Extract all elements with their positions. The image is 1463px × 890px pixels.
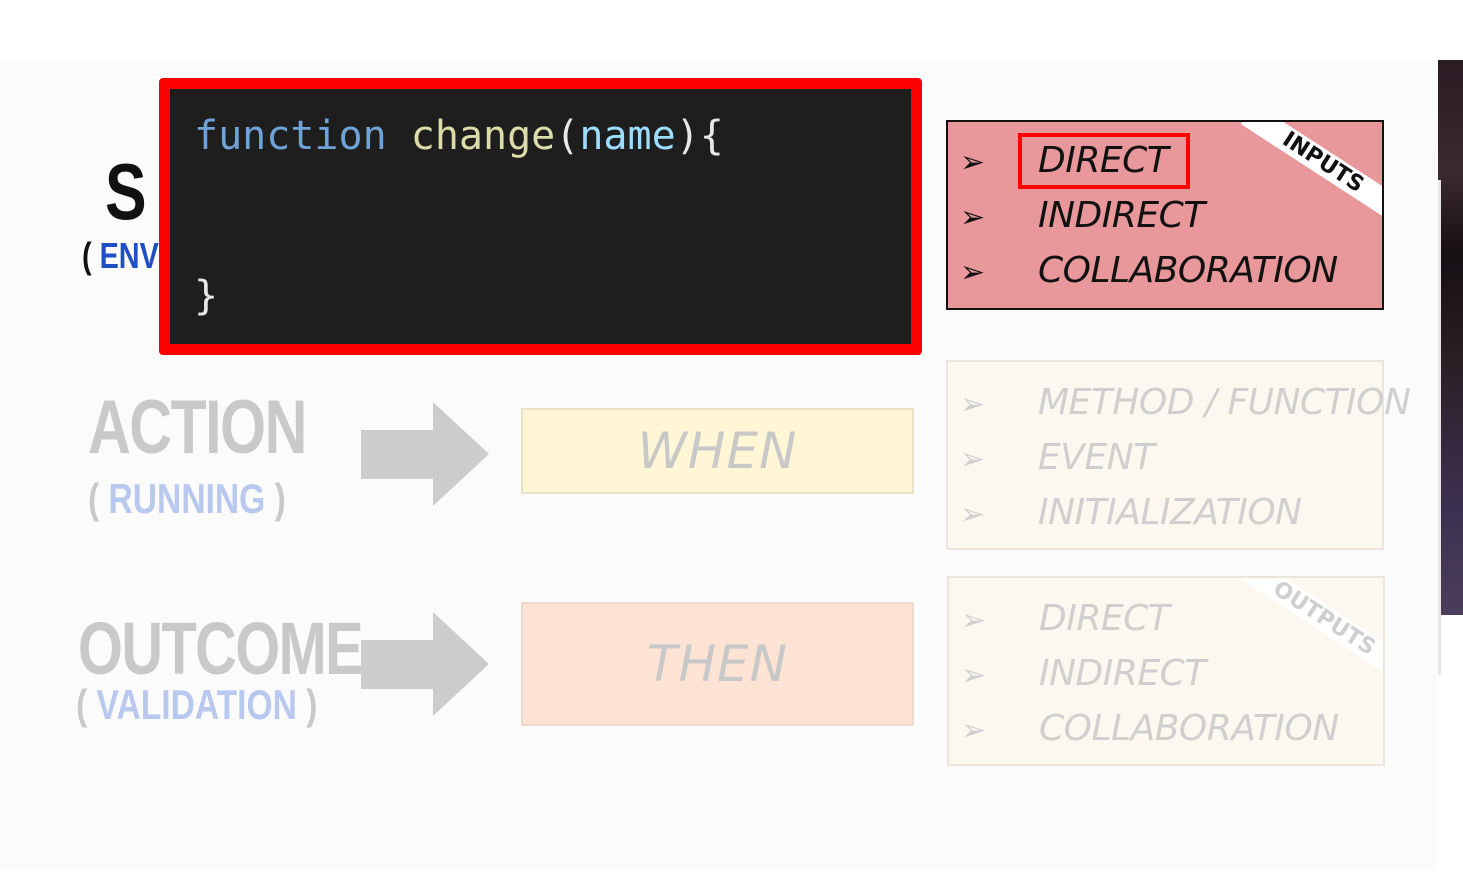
action-types-box: ➢METHOD / FUNCTION ➢EVENT ➢INITIALIZATIO… (946, 360, 1411, 550)
action-item-initialization: ➢INITIALIZATION (960, 492, 1302, 533)
inputs-ribbon: INPUTS (1240, 122, 1382, 223)
then-box: THEN (521, 602, 914, 726)
when-label: WHEN (637, 422, 798, 480)
outputs-item-collaboration: ➢COLLABORATION (961, 708, 1339, 749)
action-item-event: ➢EVENT (960, 437, 1155, 478)
inputs-item-indirect: ➢INDIRECT (960, 195, 1205, 236)
setup-title: S (105, 147, 147, 236)
video-thumbnail-strip (1438, 60, 1463, 675)
then-label: THEN (646, 635, 789, 693)
outcome-arrow-icon (361, 612, 489, 716)
code-snippet-box: function change(name){ } (159, 78, 922, 355)
direct-highlight-outline (1018, 133, 1190, 189)
inputs-item-collaboration: ➢COLLABORATION (960, 250, 1338, 291)
action-arrow-icon (361, 402, 489, 506)
outputs-ribbon: OUTPUTS (1241, 578, 1383, 679)
outputs-item-indirect: ➢INDIRECT (961, 653, 1206, 694)
inputs-item-direct: ➢DIRECT (960, 140, 1169, 181)
code-line-closing: } (194, 273, 219, 319)
action-item-method: ➢METHOD / FUNCTION (960, 382, 1411, 423)
code-line-signature: function change(name){ (194, 113, 724, 159)
action-subtitle: ( RUNNING ) (88, 475, 286, 522)
outcome-title: OUTCOME (78, 607, 364, 690)
when-box: WHEN (521, 408, 914, 494)
action-title: ACTION (88, 385, 307, 470)
outputs-box: OUTPUTS ➢DIRECT ➢INDIRECT ➢COLLABORATION (947, 576, 1385, 766)
outcome-subtitle: ( VALIDATION ) (76, 681, 318, 728)
setup-subtitle: ( ENV (82, 235, 159, 276)
outputs-item-direct: ➢DIRECT (961, 598, 1170, 639)
inputs-box: INPUTS ➢DIRECT ➢INDIRECT ➢COLLABORATION (946, 120, 1384, 310)
